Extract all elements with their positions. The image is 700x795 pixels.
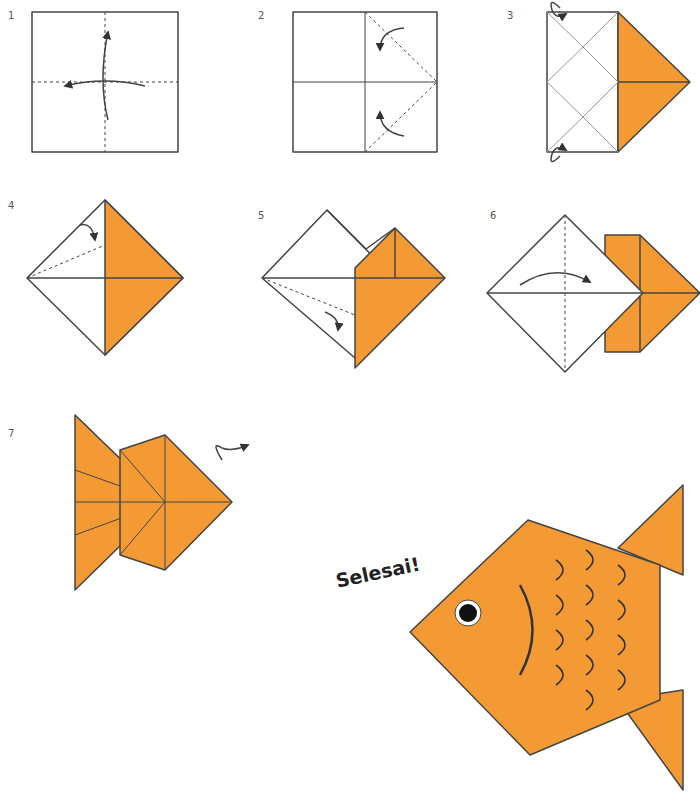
step-number: 2 <box>258 10 264 21</box>
fish-scale <box>556 595 563 615</box>
step-number: 6 <box>490 210 496 221</box>
fish-scale <box>618 565 625 585</box>
step-number: 4 <box>8 200 14 211</box>
fish-scale <box>586 620 593 640</box>
finish-label: Selesai! <box>334 553 422 592</box>
fish-scale <box>618 600 625 620</box>
fish-scale <box>586 655 593 675</box>
step-number: 7 <box>8 428 14 439</box>
fish-scale <box>618 670 625 690</box>
fish-scale <box>556 630 563 650</box>
fish-scale <box>556 560 563 580</box>
fish-scale <box>618 635 625 655</box>
step-number: 5 <box>258 210 264 221</box>
step-number: 1 <box>8 10 14 21</box>
fish-scale <box>586 585 593 605</box>
fish-scale <box>586 550 593 570</box>
fish-scale <box>556 665 563 685</box>
step-number: 3 <box>507 10 513 21</box>
fish-scale <box>586 690 593 710</box>
